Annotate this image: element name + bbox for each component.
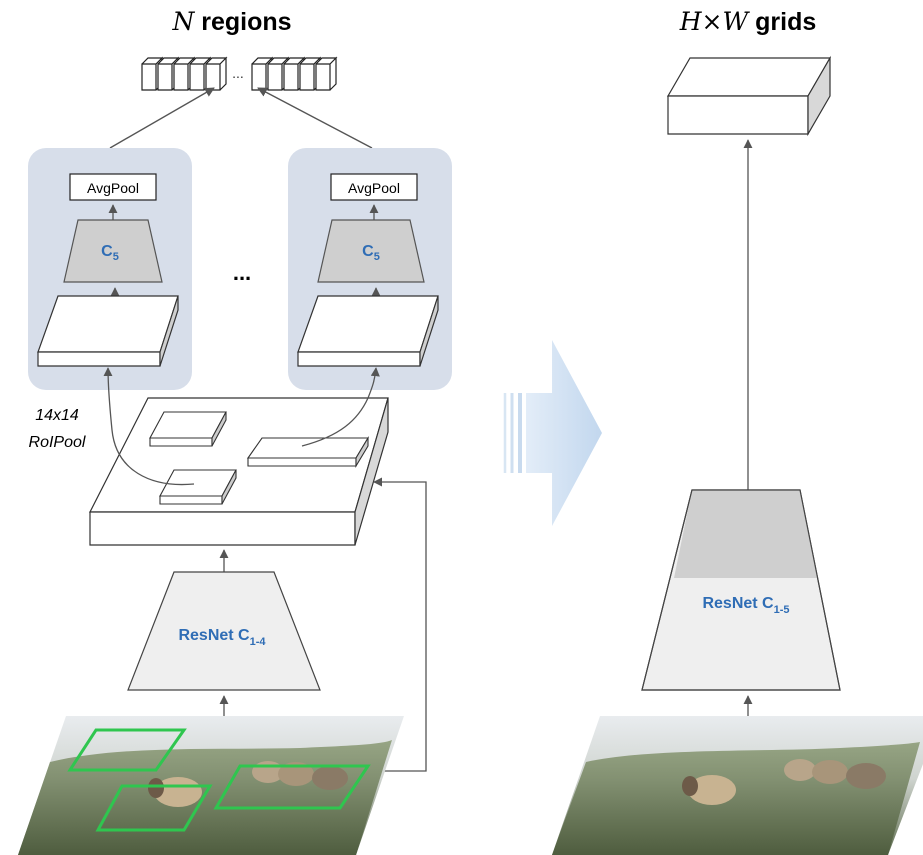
roipool-curve-right bbox=[301, 367, 380, 447]
feature-cube bbox=[315, 56, 338, 91]
arrow-right-panel-to-features bbox=[257, 87, 373, 149]
roipool-curve-left bbox=[103, 367, 195, 486]
right-title: H×W grids bbox=[679, 7, 817, 36]
roipool-label-line2: RoIPool bbox=[29, 434, 86, 451]
resnet-c1-4-block bbox=[127, 571, 321, 691]
feature-cube bbox=[299, 56, 322, 91]
feature-cube bbox=[205, 56, 228, 91]
left-title-word: regions bbox=[194, 8, 291, 36]
feature-cube bbox=[251, 56, 274, 91]
avgpool-box bbox=[69, 173, 157, 201]
grid-feature-map bbox=[666, 55, 832, 137]
mid-ellipsis: ... bbox=[233, 260, 251, 285]
region-feature-vectors bbox=[141, 56, 338, 91]
region-head-panel-left: AvgPool C5 bbox=[28, 148, 192, 390]
left-title-var: N bbox=[171, 7, 195, 36]
right-title-var: H×W bbox=[679, 7, 751, 36]
top-ellipsis: ... bbox=[232, 65, 244, 81]
box-coords-arrow bbox=[356, 477, 427, 772]
resnet-c1-5-block bbox=[641, 489, 841, 691]
avgpool-label: AvgPool bbox=[87, 180, 139, 196]
region-boxes bbox=[67, 728, 371, 832]
arrow-left-panel-to-features bbox=[109, 87, 215, 149]
avgpool-box bbox=[330, 173, 418, 201]
region-box bbox=[213, 764, 371, 810]
c5-block bbox=[63, 219, 163, 283]
avgpool-label: AvgPool bbox=[348, 180, 400, 196]
resnet-c1-5-label: ResNet C1-5 bbox=[702, 595, 789, 616]
c5-label: C5 bbox=[101, 243, 119, 263]
region-box bbox=[67, 728, 187, 772]
region-head-panel-right: AvgPool C5 bbox=[288, 148, 452, 390]
region-box bbox=[95, 784, 213, 832]
roi-slab bbox=[149, 411, 227, 447]
c5-label: C5 bbox=[362, 243, 380, 263]
input-image-right bbox=[552, 716, 923, 855]
transition-arrow bbox=[503, 340, 602, 526]
roi-slab bbox=[159, 469, 237, 505]
roi-feature-slab bbox=[297, 295, 439, 367]
roipool-label-line1: 14x14 bbox=[35, 407, 79, 424]
roi-feature-slab bbox=[37, 295, 179, 367]
c5-block bbox=[317, 219, 425, 283]
left-title: N regions bbox=[171, 7, 291, 36]
roi-slab bbox=[246, 436, 369, 468]
resnet-c1-4-label: ResNet C1-4 bbox=[178, 627, 266, 648]
right-title-word: grids bbox=[748, 8, 816, 36]
